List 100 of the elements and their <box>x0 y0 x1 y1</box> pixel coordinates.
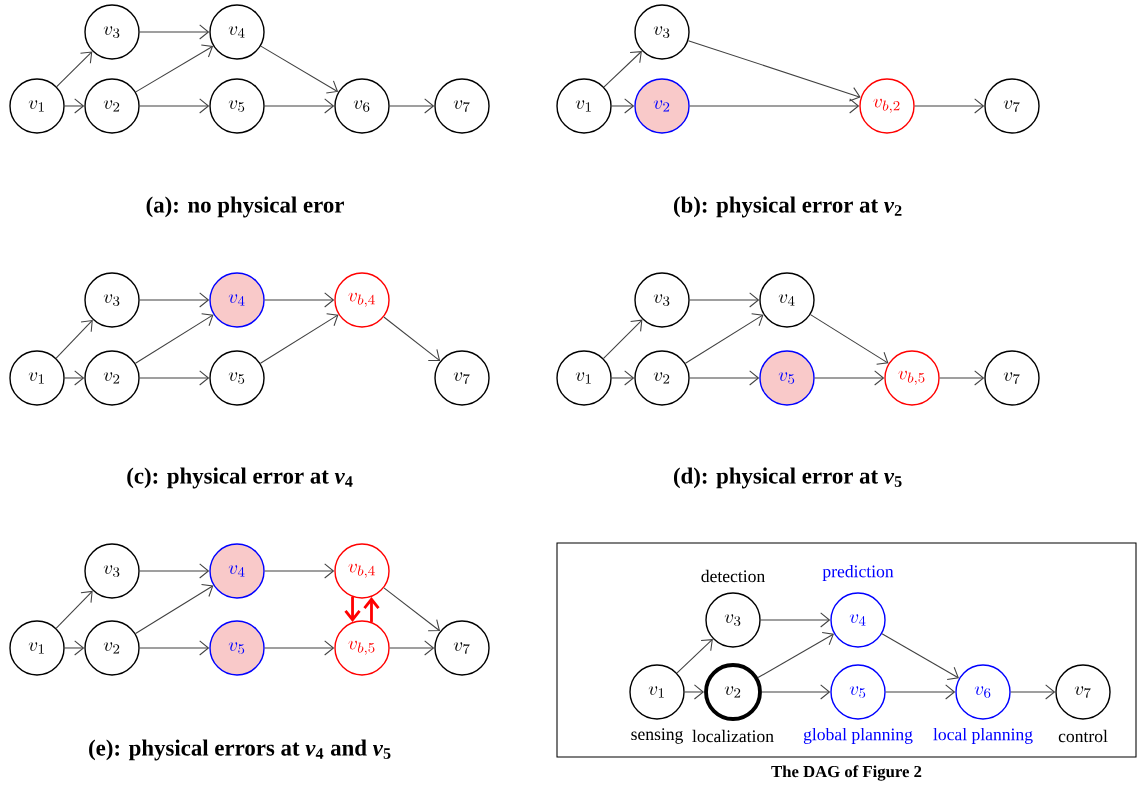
panel-caption: (a): no physical eror <box>146 196 344 218</box>
error-node: $v_{b,5}$ <box>884 350 940 406</box>
arrow <box>64 98 85 114</box>
graph-node: $v_{4}$ <box>759 272 815 328</box>
arrow <box>1010 684 1056 700</box>
graph-node: $v_{2}$ <box>84 350 140 406</box>
graph-node: $v_{2}$ <box>634 350 690 406</box>
highlighted-node: $v_{5}$ <box>759 350 815 406</box>
graph-node: $v_{7}$ <box>434 620 490 676</box>
graph-node: $v_{1}$ <box>629 664 685 720</box>
arrow <box>260 45 339 94</box>
arrow <box>389 640 435 656</box>
node-caption: sensing <box>631 728 684 744</box>
node-caption: detection <box>701 569 765 583</box>
arrow <box>264 292 335 308</box>
graph-node: $v_{3}$ <box>84 272 140 328</box>
arrow <box>135 584 214 634</box>
arrow <box>139 292 210 308</box>
graph-node: $v_{4}$ <box>830 592 886 648</box>
arrow <box>383 316 441 362</box>
graph-node: $v_{2}$ <box>84 78 140 134</box>
graph-node: $v_{1}$ <box>9 620 65 676</box>
panel-caption: (e): physical errors at v$_{4}$ and v$_{5}$ <box>89 739 391 761</box>
error-node: $v_{b,4}$ <box>334 272 390 328</box>
panel-caption: (c): physical error at v$_{4}$ <box>127 467 353 489</box>
arrow <box>135 44 214 93</box>
error-node: $v_{b,5}$ <box>334 620 390 676</box>
arrow <box>810 314 889 365</box>
node-caption: localization <box>692 729 774 743</box>
graph-node: $v_{7}$ <box>984 78 1040 134</box>
graph-node: $v_{3}$ <box>634 272 690 328</box>
arrow <box>611 98 635 114</box>
arrow <box>757 632 834 679</box>
highlighted-node: $v_{4}$ <box>209 272 265 328</box>
arrow <box>611 370 635 386</box>
figure-caption: The DAG of Figure 2 <box>771 765 922 781</box>
graph-node: $v_{3}$ <box>634 4 690 60</box>
graph-node: $v_{3}$ <box>705 592 761 648</box>
arrow <box>260 313 339 364</box>
arrow <box>264 640 335 656</box>
arrow <box>56 51 93 88</box>
arrow <box>689 98 860 114</box>
graph-node: $v_{1}$ <box>9 78 65 134</box>
arrow <box>603 319 643 359</box>
graph-node: $v_{2}$ <box>84 620 140 676</box>
graph-node: $v_{7}$ <box>434 350 490 406</box>
arrow <box>761 684 831 700</box>
graph-node: $v_{1}$ <box>556 350 612 406</box>
arrow <box>135 313 214 364</box>
arrow <box>383 587 441 632</box>
node-caption: global planning <box>803 728 913 744</box>
node-caption: control <box>1058 729 1108 743</box>
panel-caption: (d): physical error at v$_{5}$ <box>673 467 902 489</box>
graph-node: $v_{6}$ <box>955 664 1011 720</box>
graph-node: $v_{1}$ <box>556 78 612 134</box>
arrow <box>55 590 93 629</box>
arrow <box>685 313 764 364</box>
arrow <box>139 563 210 579</box>
arrow <box>344 597 361 622</box>
arrow <box>139 98 210 114</box>
arrow <box>139 24 210 40</box>
arrow <box>139 640 210 656</box>
highlighted-node: $v_{5}$ <box>209 620 265 676</box>
arrow <box>389 98 435 114</box>
graph-node: $v_{5}$ <box>830 664 886 720</box>
arrow <box>760 612 831 628</box>
arrow <box>55 319 93 359</box>
graph-node: $v_{7}$ <box>984 350 1040 406</box>
error-node: $v_{b,4}$ <box>334 543 390 599</box>
panel-caption: (b): physical error at v$_{2}$ <box>673 196 902 218</box>
graph-node: $v_{5}$ <box>209 78 265 134</box>
graph-node: $v_{3}$ <box>84 543 140 599</box>
graph-node: $v_{1}$ <box>9 350 65 406</box>
graph-node: $v_{6}$ <box>334 78 390 134</box>
arrow <box>139 370 210 386</box>
arrow <box>676 639 713 674</box>
arrow <box>814 370 885 386</box>
highlighted-node: $v_{4}$ <box>209 543 265 599</box>
arrow <box>914 98 985 114</box>
graph-node: $v_{7}$ <box>434 78 490 134</box>
highlighted-node: $v_{2}$ <box>634 78 690 134</box>
node-caption: prediction <box>822 565 894 581</box>
arrow <box>881 633 959 680</box>
arrow <box>689 292 760 308</box>
bold-node: $v_{2}$ <box>704 663 762 721</box>
graph-node: $v_{5}$ <box>209 350 265 406</box>
arrow <box>885 684 956 700</box>
arrow <box>684 684 705 700</box>
graph-node: $v_{7}$ <box>1055 664 1111 720</box>
arrow <box>939 370 985 386</box>
arrow <box>603 51 642 88</box>
arrow <box>264 563 335 579</box>
arrow <box>264 98 335 114</box>
node-caption: local planning <box>933 728 1033 744</box>
arrow <box>689 370 760 386</box>
arrow <box>687 40 861 102</box>
arrow <box>64 370 85 386</box>
error-node: $v_{b,2}$ <box>859 78 915 134</box>
arrow <box>363 597 380 622</box>
graph-node: $v_{3}$ <box>84 4 140 60</box>
